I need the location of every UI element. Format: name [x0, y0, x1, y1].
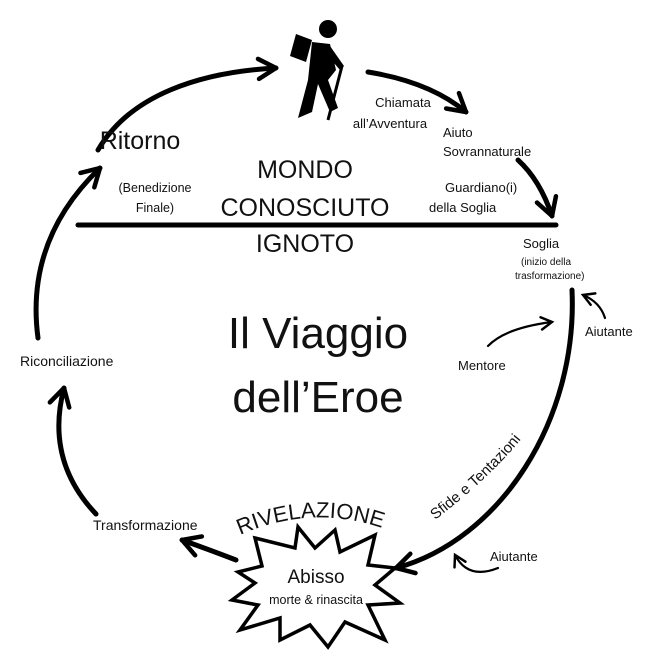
arrow-trials [393, 287, 575, 576]
stage-threshold-sub2: trasformazione) [515, 271, 584, 282]
arrow-call [365, 69, 469, 115]
arrow-mentor [486, 316, 555, 348]
stage-revelation: RIVELAZIONE [233, 497, 388, 539]
stage-helper-top: Aiutante [585, 324, 633, 339]
stage-boon-line2: Finale) [136, 201, 174, 215]
stage-threshold-sub1: (inizio della [521, 257, 571, 268]
diagram-title-line2: dell’Eroe [232, 373, 403, 422]
stage-revelation-path: RIVELAZIONE [233, 497, 388, 539]
stage-aid-line2: Sovrannaturale [443, 144, 531, 159]
arrow-guardian [515, 157, 559, 219]
hiker-icon [290, 20, 344, 121]
stage-helper-bottom: Aiutante [490, 549, 538, 564]
arrow-return [33, 165, 103, 341]
stage-abyss-sub: morte & rinascita [269, 593, 363, 607]
arrow-helper-top [580, 292, 607, 320]
stage-return: Ritorno [100, 127, 181, 155]
stage-boon-line1: (Benedizione [119, 181, 192, 195]
stage-trials-path: Sfide e Tentazioni [427, 431, 524, 523]
stage-guardian-line1: Guardiano(i) [445, 180, 517, 195]
arrow-return-to-call [95, 56, 279, 153]
stage-abyss: Abisso [287, 567, 344, 588]
diagram-title-line1: Il Viaggio [228, 309, 408, 358]
stage-aid-line1: Aiuto [443, 125, 473, 140]
known-world-line1: MONDO [257, 156, 353, 184]
known-world-line2: CONOSCIUTO [221, 194, 390, 222]
arrow-transformation [179, 534, 239, 563]
stage-call-line2: all’Avventura [353, 116, 428, 131]
abyss-starburst [227, 522, 405, 650]
arrow-atonement [47, 385, 99, 517]
stage-mentor: Mentore [458, 358, 506, 373]
stage-call-line1: Chiamata [375, 95, 431, 110]
arrow-helper-bottom [453, 552, 500, 573]
stage-trials: Sfide e Tentazioni [427, 431, 524, 523]
stage-guardian-line2: della Soglia [429, 200, 497, 215]
stage-threshold: Soglia [523, 236, 560, 251]
stage-transformation: Transformazione [93, 517, 198, 533]
unknown-world: IGNOTO [256, 230, 354, 258]
stage-atonement: Riconciliazione [20, 353, 114, 369]
